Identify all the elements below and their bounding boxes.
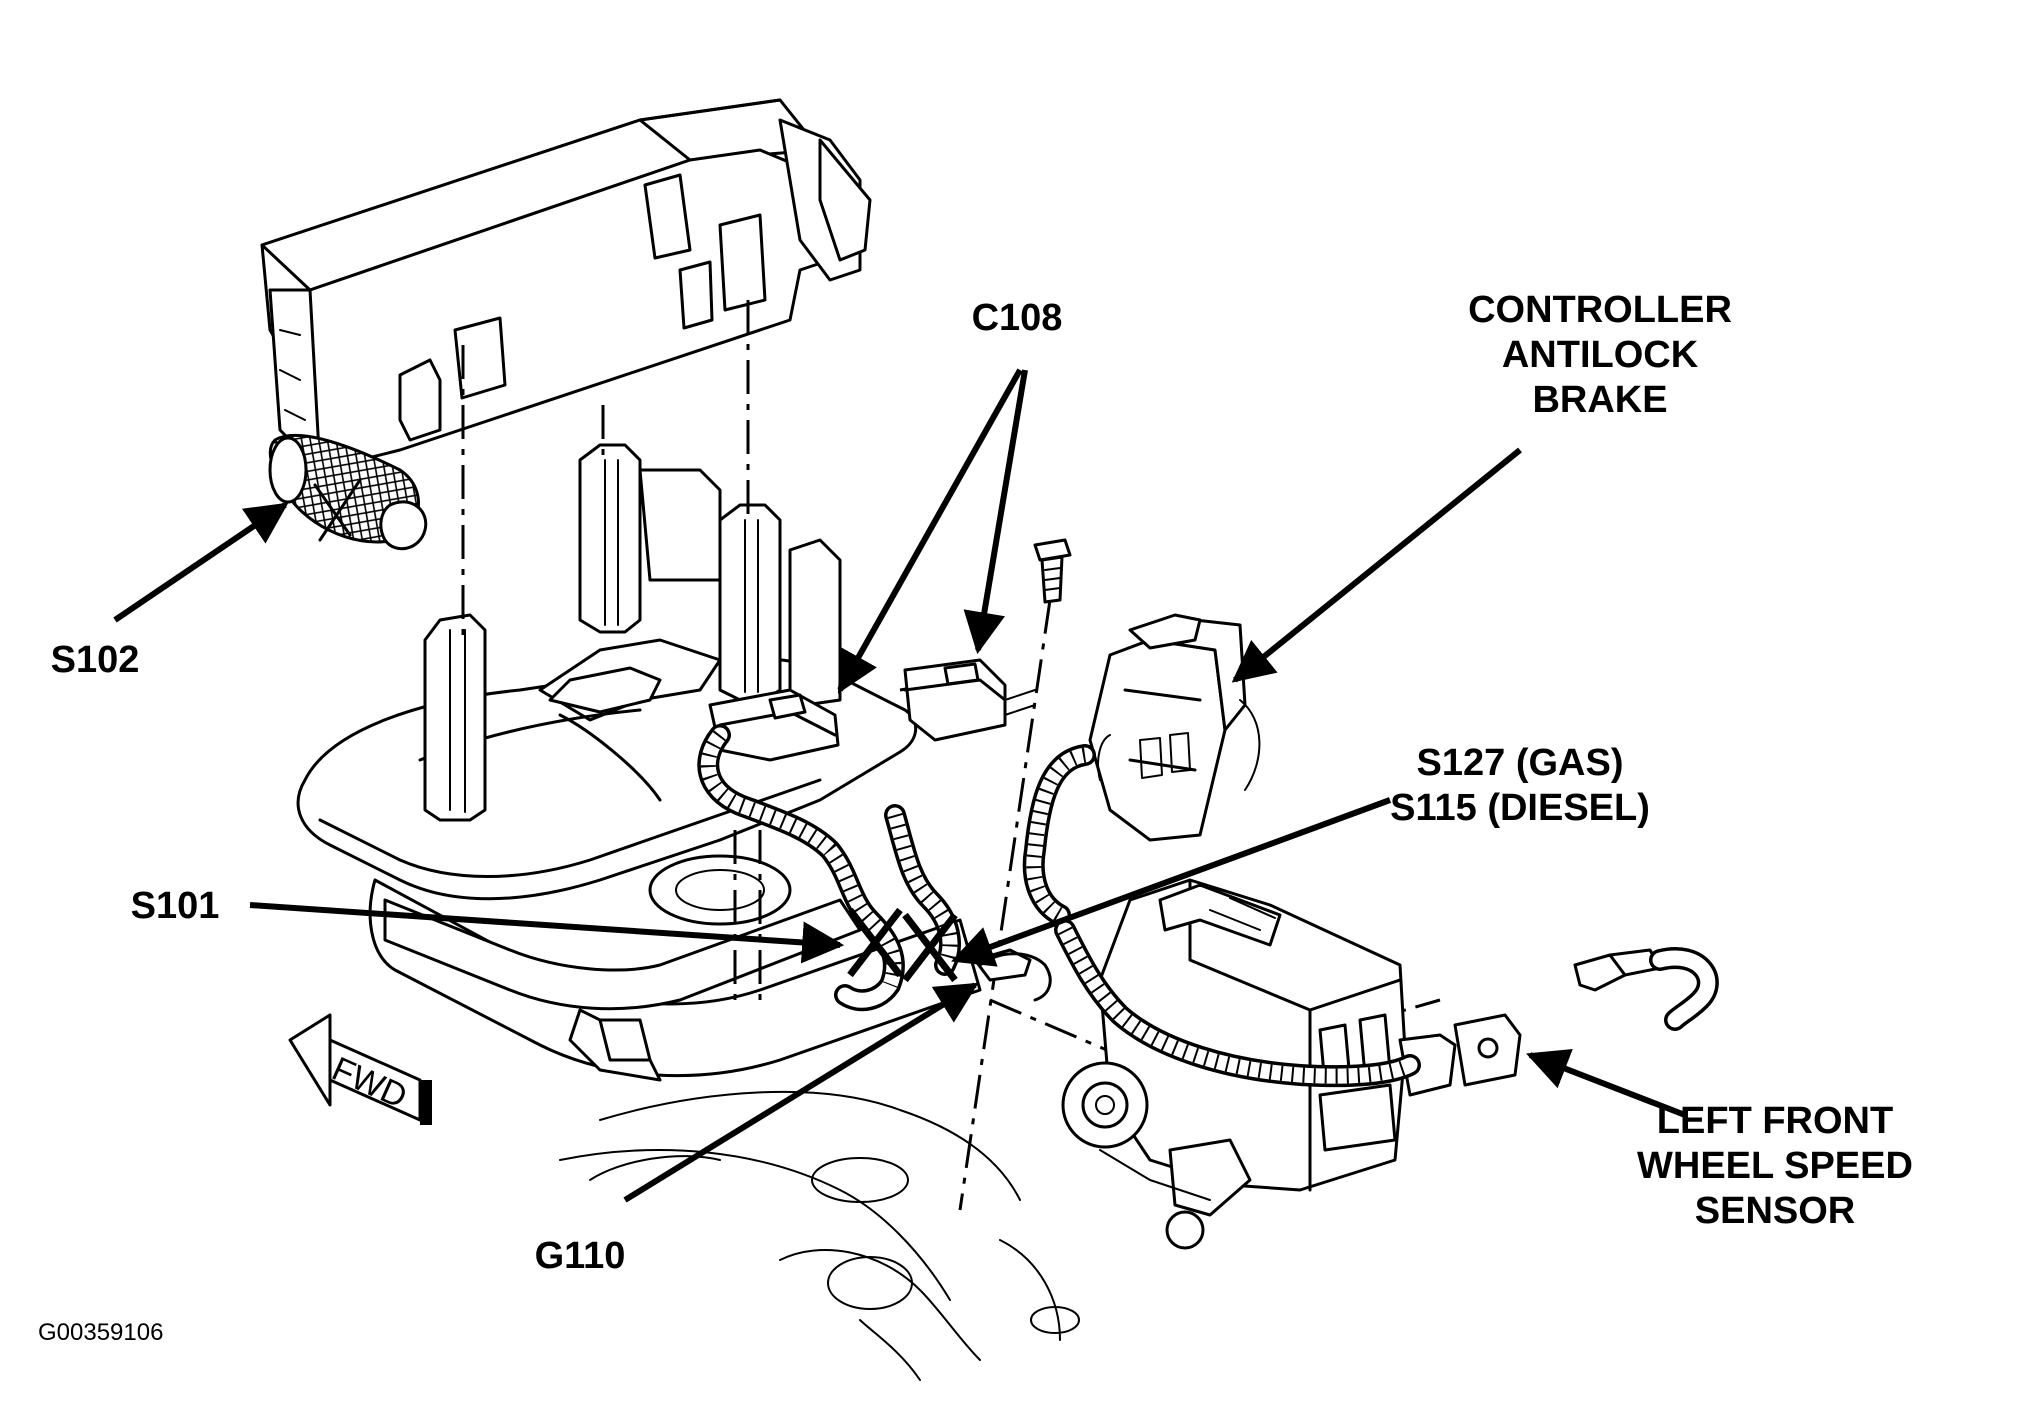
arrow-s102 (113, 502, 289, 623)
label-wheel-line1: LEFT FRONT (1657, 1100, 1893, 1142)
label-controller-line2: ANTILOCK (1502, 334, 1699, 376)
label-g110: G110 (535, 1235, 626, 1277)
arrow-controller (1231, 447, 1522, 683)
figure-id: G00359106 (38, 1319, 163, 1346)
arrow-s101 (249, 902, 845, 964)
arrow-c108-right (963, 369, 1028, 655)
arrow-g110 (623, 982, 979, 1203)
label-controller-line1: CONTROLLER (1468, 289, 1732, 331)
label-s127: S127 (GAS) (1417, 742, 1624, 784)
wheel-speed-connector (1398, 947, 1719, 1097)
power-distribution-box (260, 98, 872, 551)
label-s101: S101 (131, 885, 220, 927)
arrow-s127 (951, 797, 1392, 967)
label-wheel-line3: SENSOR (1695, 1190, 1855, 1232)
c108-connectors (708, 658, 1036, 762)
wiring-harness (697, 724, 1421, 1088)
chassis-outline (559, 854, 1080, 1381)
abs-controller (1088, 613, 1261, 842)
label-controller-line3: BRAKE (1532, 379, 1667, 421)
callout-labels: C108 CONTROLLER ANTILOCK BRAKE S102 S127… (38, 289, 1913, 1346)
mounting-posts (423, 443, 842, 822)
ground-bolt (973, 538, 1072, 982)
arrow-wheel-sensor (1526, 1049, 1687, 1118)
label-s115: S115 (DIESEL) (1390, 787, 1650, 829)
label-s102: S102 (51, 639, 140, 681)
leader-arrows (113, 368, 1687, 1203)
mounting-tray (296, 638, 982, 1082)
fwd-indicator: FWD (288, 1013, 432, 1125)
arrow-c108-left (837, 368, 1023, 694)
label-wheel-line2: WHEEL SPEED (1637, 1145, 1913, 1187)
label-c108: C108 (972, 297, 1063, 339)
